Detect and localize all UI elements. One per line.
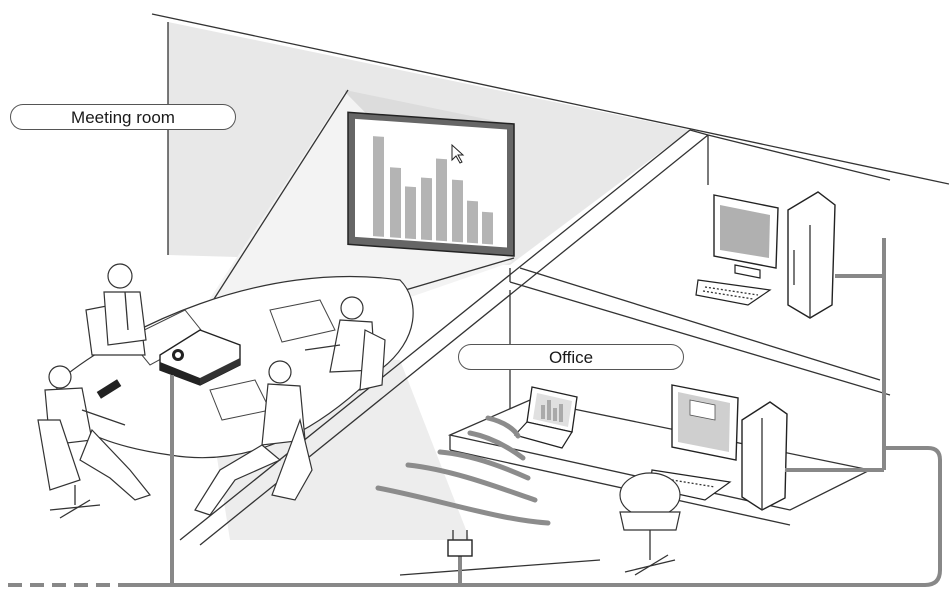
office-chair-icon	[50, 485, 100, 518]
person-icon	[86, 264, 146, 355]
meeting-room-label: Meeting room	[10, 104, 236, 130]
office-label: Office	[458, 344, 684, 370]
office-chair-icon	[620, 473, 680, 575]
desktop-computer-icon	[696, 192, 835, 318]
projection-screen	[348, 112, 514, 256]
